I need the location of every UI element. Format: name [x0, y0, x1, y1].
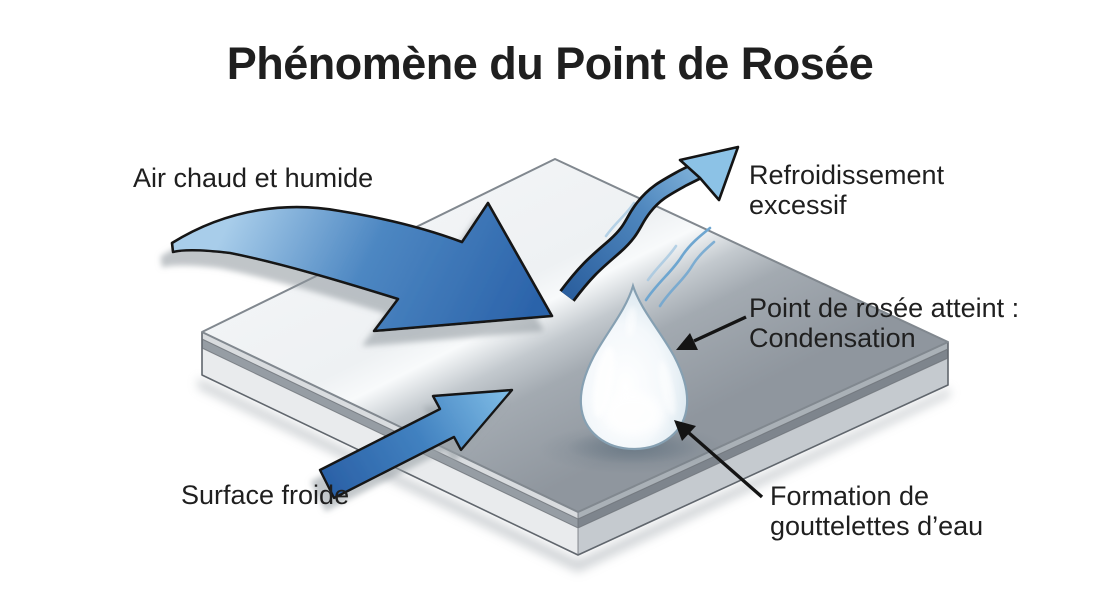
- label-cold-surface: Surface froide: [181, 480, 349, 510]
- label-warm-humid-air-text: Air chaud et humide: [133, 163, 374, 193]
- water-droplet: [579, 282, 689, 451]
- cooling-arrow: [559, 145, 740, 308]
- label-dew-point-reached-line1: Point de rosée atteint :: [749, 293, 1020, 323]
- cooling-arrow-ribbon: [561, 163, 703, 301]
- plate-side-left-top-band: [202, 332, 578, 519]
- label-excessive-cooling-line2: excessif: [749, 190, 847, 220]
- droplet-bottom-glow: [603, 392, 663, 436]
- label-excessive-cooling-line1: Refroidissement: [749, 160, 945, 190]
- droplet-tip-shine: [625, 307, 637, 337]
- cold-surface-arrow: [318, 388, 514, 500]
- diagram-title: Phénomène du Point de Rosée: [226, 38, 874, 89]
- plate-side-right-body: [578, 358, 948, 555]
- label-droplet-formation-line1: Formation de: [770, 481, 930, 511]
- label-dew-point-reached: Point de rosée atteint : Condensation: [749, 293, 1019, 353]
- plate-side-right-top-band: [578, 342, 948, 519]
- plate-side-right-stripe: [578, 349, 948, 528]
- droplet-pointer-arrow: [674, 420, 764, 499]
- label-cold-surface-text: Surface froide: [181, 480, 350, 510]
- droplet-highlight-left: [593, 346, 615, 418]
- dewpoint-pointer-arrow: [676, 315, 747, 350]
- droplet-highlight-right: [658, 360, 676, 416]
- label-excessive-cooling: Refroidissement excessif: [749, 160, 944, 220]
- label-droplet-formation: Formation de gouttelettes d’eau: [770, 481, 983, 541]
- plate-side-stripe-lines: [201, 338, 949, 555]
- label-dew-point-reached-line2: Condensation: [749, 323, 916, 353]
- warm-air-arrow: [170, 201, 554, 333]
- cooling-arrow-head: [678, 145, 740, 202]
- label-warm-humid-air: Air chaud et humide: [133, 163, 373, 193]
- label-droplet-formation-line2: gouttelettes d’eau: [770, 511, 984, 541]
